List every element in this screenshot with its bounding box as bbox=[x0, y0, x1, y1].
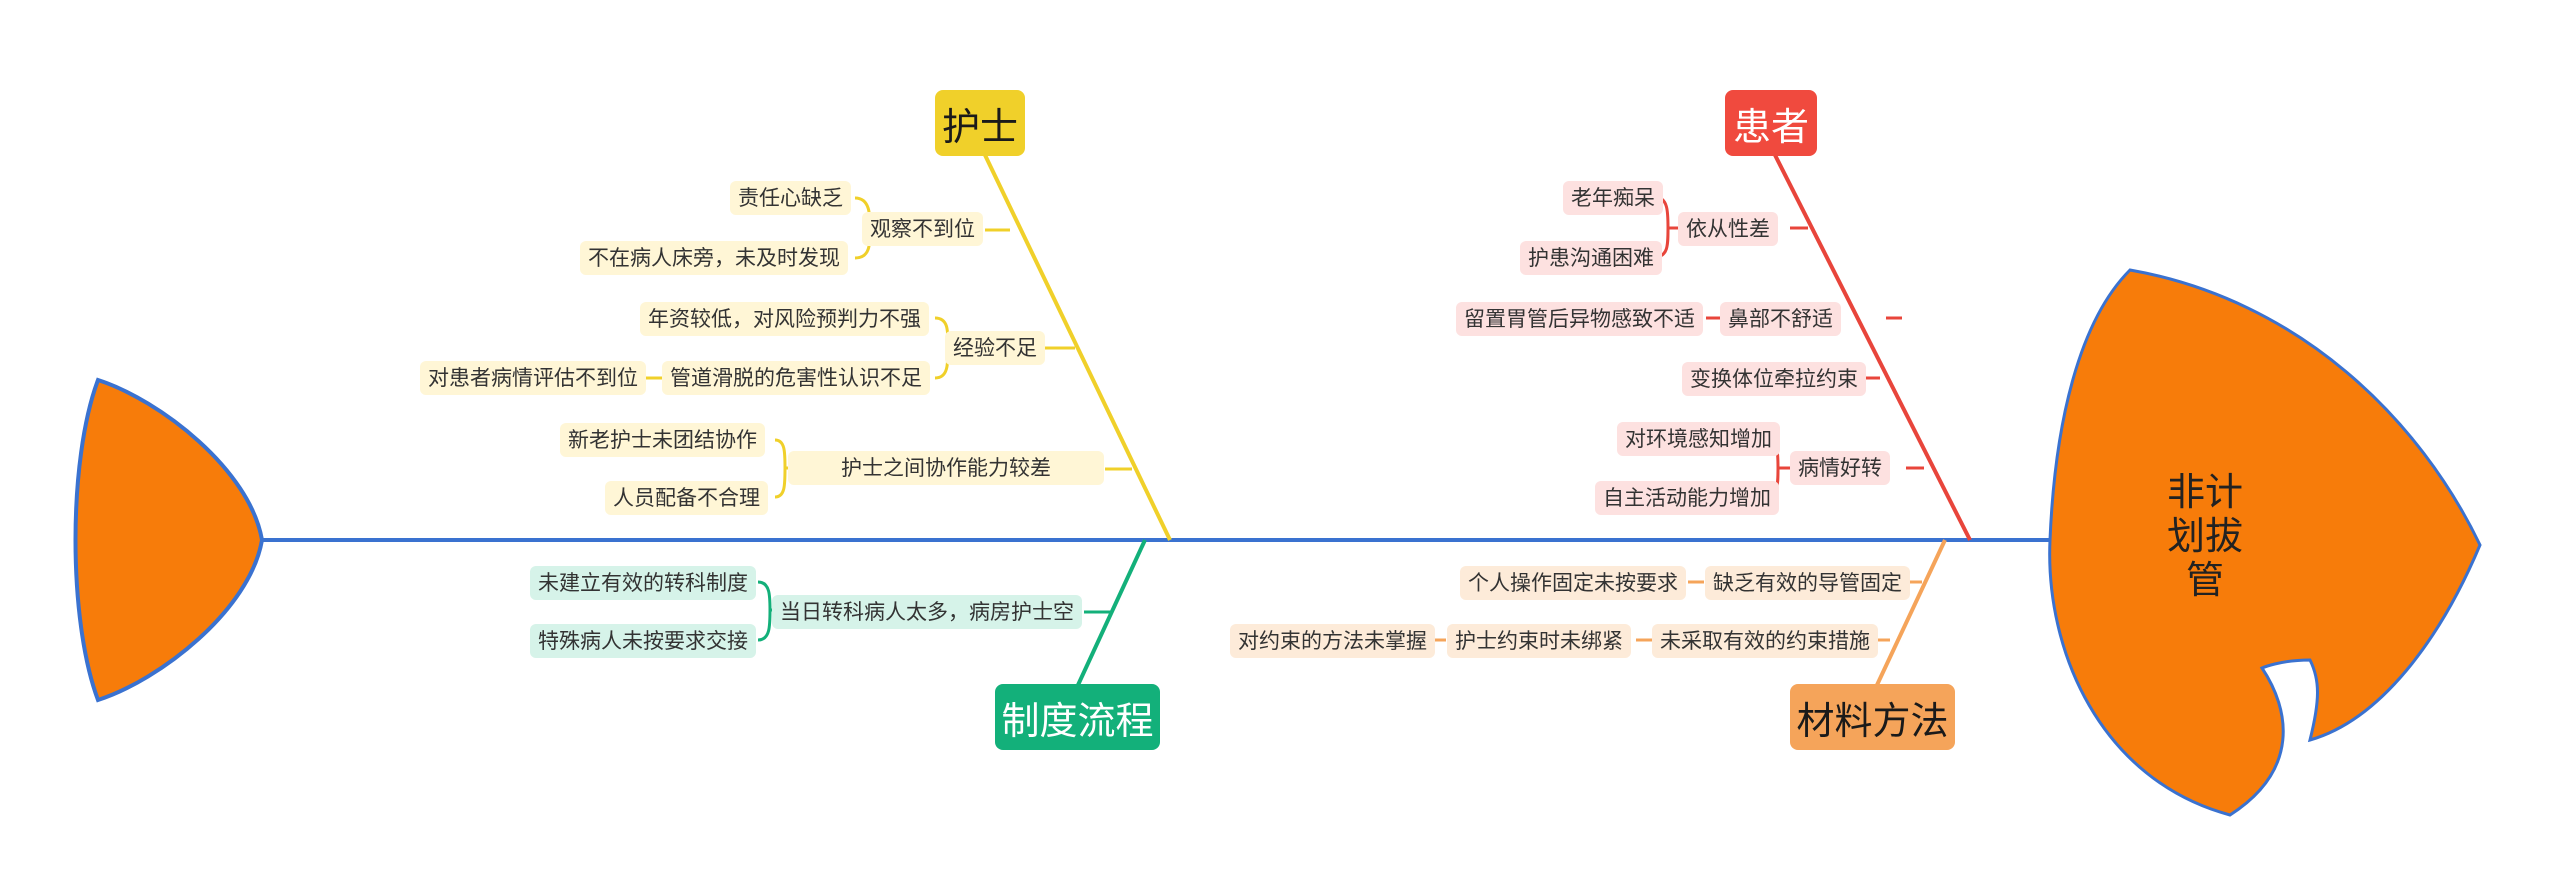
category-process: 制度流程 bbox=[995, 684, 1160, 750]
node-low-seniority: 年资较低，对风险预判力不强 bbox=[640, 302, 929, 336]
bone-nurse bbox=[983, 154, 1172, 541]
node-observation: 观察不到位 bbox=[862, 212, 983, 246]
node-not-at-bedside: 不在病人床旁，未及时发现 bbox=[580, 241, 848, 275]
fish-tail bbox=[73, 377, 265, 703]
patient-connectors bbox=[1654, 195, 1924, 498]
node-foreign-body: 留置胃管后异物感致不适 bbox=[1456, 302, 1703, 336]
node-dementia: 老年痴呆 bbox=[1563, 181, 1663, 215]
node-position: 变换体位牵拉约束 bbox=[1682, 362, 1866, 396]
node-no-regulation: 未建立有效的转科制度 bbox=[530, 566, 756, 600]
node-patient-eval: 对患者病情评估不到位 bbox=[420, 361, 646, 395]
category-nurse: 护士 bbox=[935, 90, 1025, 156]
node-personal-operation: 个人操作固定未按要求 bbox=[1460, 566, 1686, 600]
node-teamwork: 新老护士未团结协作 bbox=[560, 423, 765, 457]
node-too-many-transfers: 当日转科病人太多，病房护士空 bbox=[772, 595, 1082, 629]
node-improvement: 病情好转 bbox=[1790, 451, 1890, 485]
node-environment: 对环境感知增加 bbox=[1617, 422, 1780, 456]
node-communication: 护患沟通困难 bbox=[1520, 241, 1662, 275]
node-special-handover: 特殊病人未按要求交接 bbox=[530, 624, 756, 658]
fish-head bbox=[2048, 268, 2482, 817]
head-title: 非计划拔管 bbox=[2166, 470, 2243, 602]
node-self-activity: 自主活动能力增加 bbox=[1595, 481, 1779, 515]
node-staffing: 人员配备不合理 bbox=[605, 481, 768, 515]
node-compliance: 依从性差 bbox=[1678, 212, 1778, 246]
node-loose-restraint: 护士约束时未绑紧 bbox=[1447, 624, 1631, 658]
node-no-effective-restraint: 未采取有效的约束措施 bbox=[1652, 624, 1878, 658]
node-method-unknown: 对约束的方法未掌握 bbox=[1230, 624, 1435, 658]
node-responsibility: 责任心缺乏 bbox=[730, 181, 851, 215]
node-slip-awareness: 管道滑脱的危害性认识不足 bbox=[662, 361, 930, 395]
category-material: 材料方法 bbox=[1790, 684, 1955, 750]
node-cooperation: 护士之间协作能力较差 bbox=[788, 451, 1104, 485]
node-nasal: 鼻部不舒适 bbox=[1720, 302, 1841, 336]
bone-patient bbox=[1773, 154, 1972, 541]
category-patient: 患者 bbox=[1725, 90, 1817, 156]
node-lack-fixation: 缺乏有效的导管固定 bbox=[1705, 566, 1910, 600]
bone-material bbox=[1875, 539, 1947, 686]
node-experience: 经验不足 bbox=[945, 331, 1045, 365]
